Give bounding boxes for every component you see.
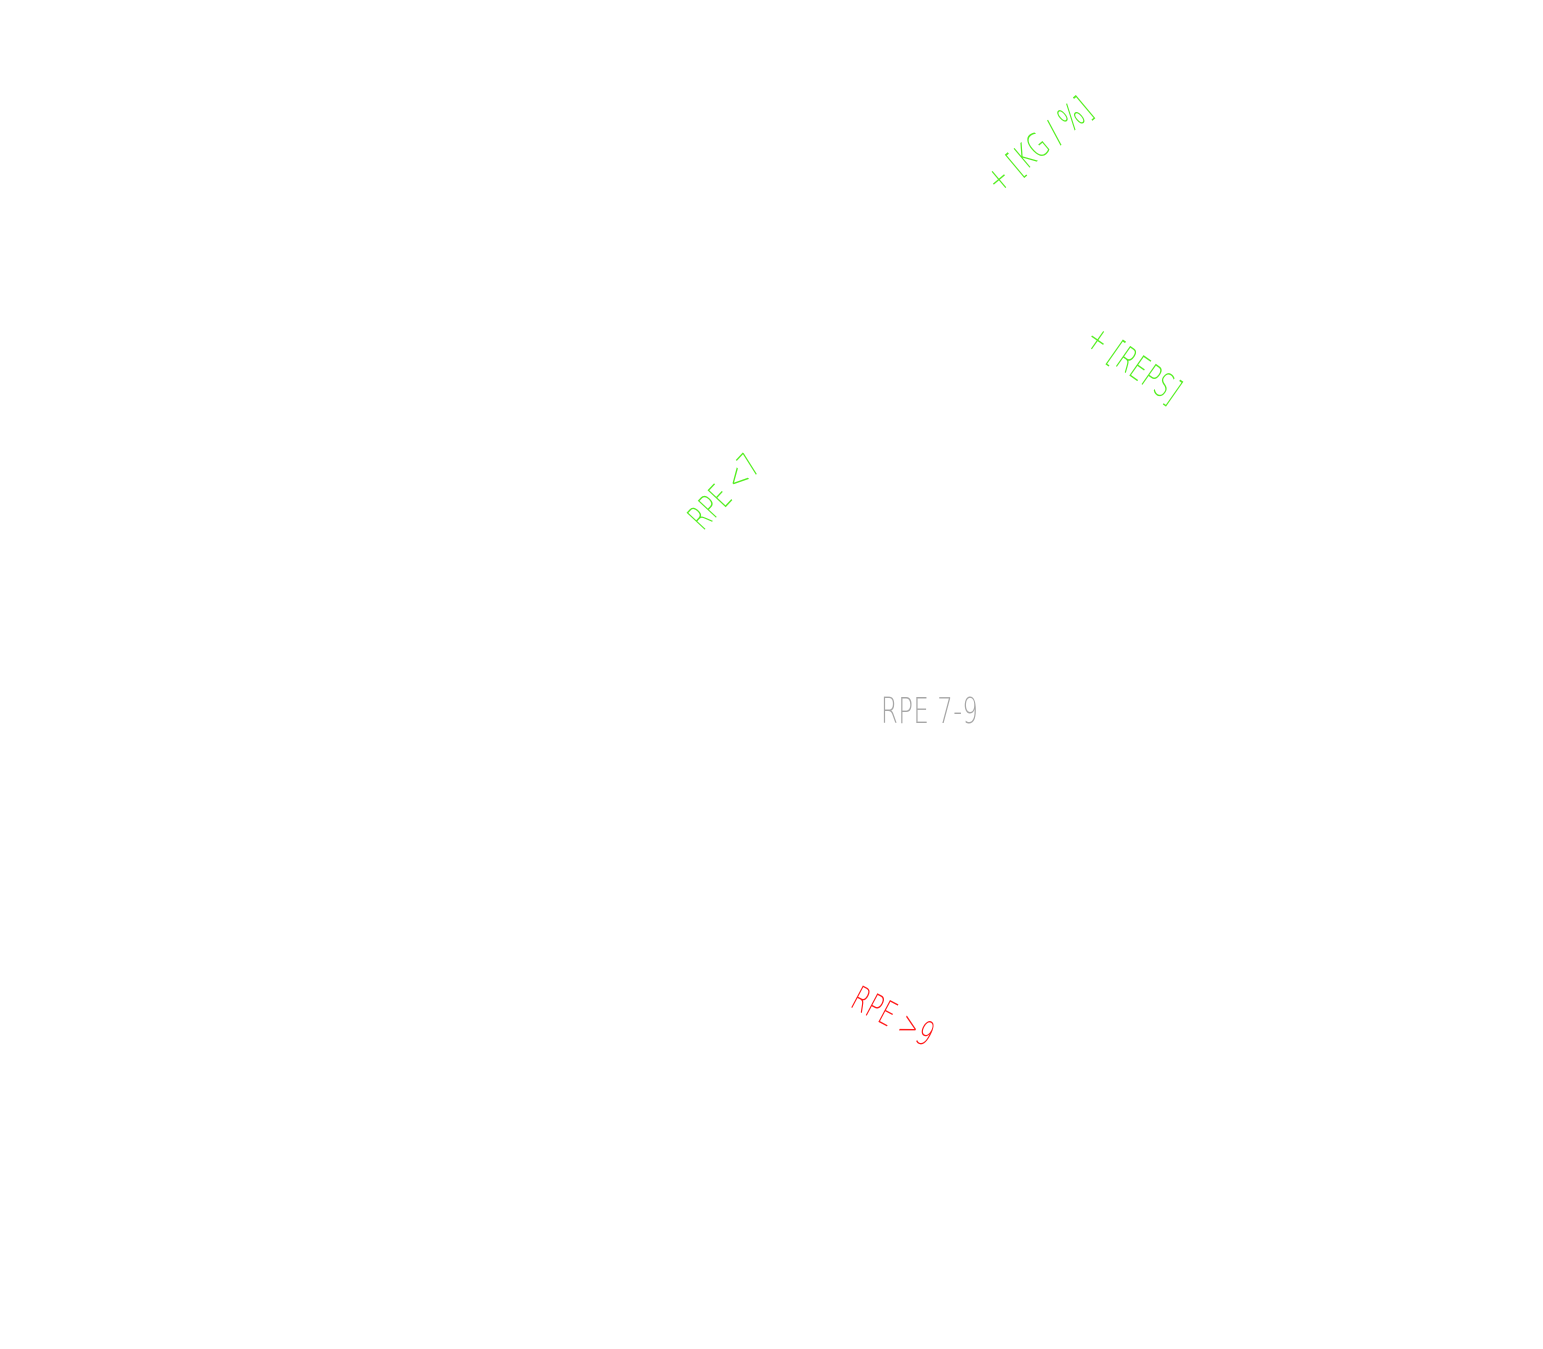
kg-percent-label: + [KG / %] — [978, 89, 1101, 201]
reps-label: + [REPS] — [1078, 317, 1189, 413]
rpe-mid-label: RPE 7-9 — [880, 691, 979, 732]
rpe-low-label: RPE <7 — [680, 446, 770, 538]
rpe-high-label: RPE >9 — [844, 978, 942, 1056]
